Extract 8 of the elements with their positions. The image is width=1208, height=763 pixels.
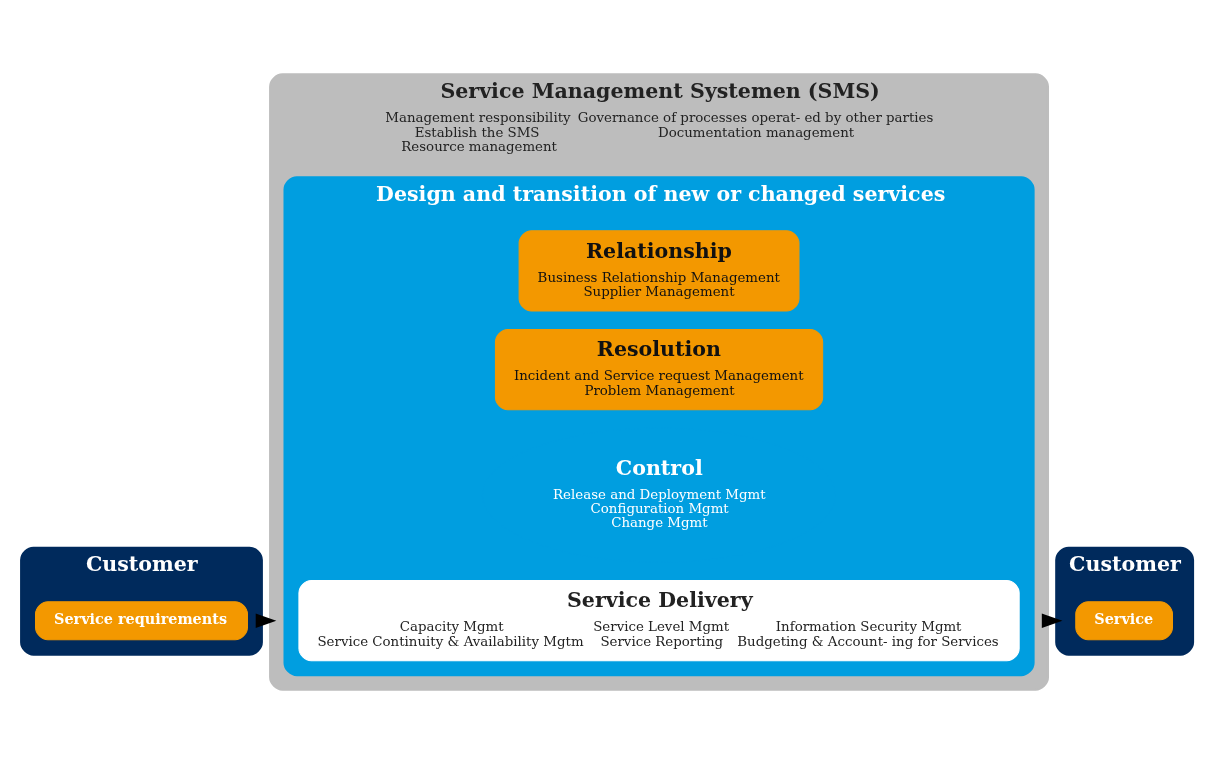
node-box: Relationship Business Relationship Management Supplier Management: [518, 229, 800, 311]
node-box: Service Delivery Capacity Mgmt Service Continuity & Availability Mgtm Service Level Mgmt Service Reporting Information Security Mgmt Budgeting & Account- ing for Services: [298, 579, 1020, 661]
node-box: Resolution Incident and Service request Management Problem Management: [494, 328, 824, 410]
node-box: Service: [1075, 600, 1173, 640]
arrow: [1041, 613, 1063, 628]
node-text: Control Release and Deployment Mgmt Configuration Mgmt Change Mgmt: [553, 455, 766, 530]
node-box: Service requirements: [35, 600, 248, 640]
arrow: [255, 613, 277, 628]
